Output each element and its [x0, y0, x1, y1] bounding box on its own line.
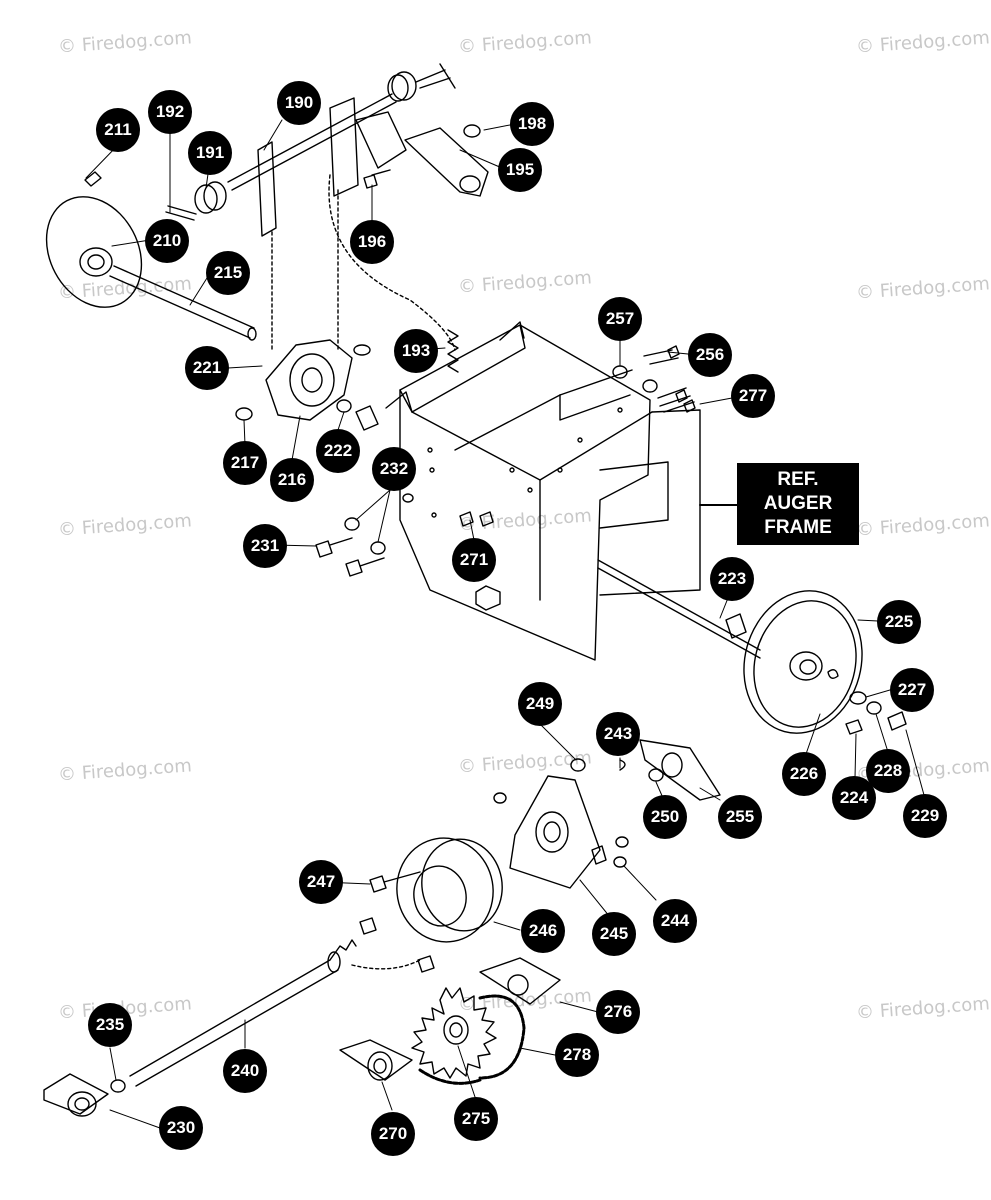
callout-217[interactable]: 217 [223, 441, 267, 485]
ref-label-line: FRAME [764, 517, 832, 538]
spring [447, 329, 459, 373]
callout-223[interactable]: 223 [710, 557, 754, 601]
callout-211[interactable]: 211 [96, 108, 140, 152]
callout-191[interactable]: 191 [188, 131, 232, 175]
callout-247[interactable]: 247 [299, 860, 343, 904]
callout-230[interactable]: 230 [159, 1106, 203, 1150]
auger-pulley [725, 590, 907, 735]
callout-235[interactable]: 235 [88, 1003, 132, 1047]
callout-246[interactable]: 246 [521, 909, 565, 953]
callout-243[interactable]: 243 [596, 712, 640, 756]
callout-196[interactable]: 196 [350, 220, 394, 264]
callout-190[interactable]: 190 [277, 81, 321, 125]
callout-224[interactable]: 224 [832, 776, 876, 820]
callout-215[interactable]: 215 [206, 251, 250, 295]
callout-244[interactable]: 244 [653, 899, 697, 943]
ref-auger-frame-label: REF. AUGER FRAME [737, 463, 859, 545]
callout-216[interactable]: 216 [270, 458, 314, 502]
auger-housing-frame [385, 321, 761, 661]
friction-wheel [45, 196, 257, 341]
ref-label-line: REF. [777, 469, 819, 490]
callout-276[interactable]: 276 [596, 990, 640, 1034]
callout-257[interactable]: 257 [598, 297, 642, 341]
callout-228[interactable]: 228 [866, 749, 910, 793]
drive-shaft [43, 939, 561, 1117]
shift-rod-assembly [84, 63, 489, 237]
callout-195[interactable]: 195 [498, 148, 542, 192]
ref-label-line: AUGER [763, 493, 833, 514]
bearing-housing [235, 339, 379, 431]
callout-226[interactable]: 226 [782, 752, 826, 796]
callout-240[interactable]: 240 [223, 1049, 267, 1093]
callout-227[interactable]: 227 [890, 668, 934, 712]
callout-256[interactable]: 256 [688, 333, 732, 377]
drive-housing [359, 739, 721, 943]
callout-249[interactable]: 249 [518, 682, 562, 726]
callout-198[interactable]: 198 [510, 102, 554, 146]
callout-231[interactable]: 231 [243, 524, 287, 568]
callout-245[interactable]: 245 [592, 912, 636, 956]
sprocket-and-chain [351, 958, 526, 1085]
callout-210[interactable]: 210 [145, 219, 189, 263]
callout-271[interactable]: 271 [452, 538, 496, 582]
callout-221[interactable]: 221 [185, 346, 229, 390]
callout-193[interactable]: 193 [394, 329, 438, 373]
callout-250[interactable]: 250 [643, 795, 687, 839]
mounting-bolts [612, 345, 696, 413]
callout-222[interactable]: 222 [316, 429, 360, 473]
callout-192[interactable]: 192 [148, 90, 192, 134]
callout-278[interactable]: 278 [555, 1033, 599, 1077]
callout-255[interactable]: 255 [718, 795, 762, 839]
callout-275[interactable]: 275 [454, 1097, 498, 1141]
callout-232[interactable]: 232 [372, 447, 416, 491]
callout-229[interactable]: 229 [903, 794, 947, 838]
callout-270[interactable]: 270 [371, 1112, 415, 1156]
callout-225[interactable]: 225 [877, 600, 921, 644]
assembly-guide-lines [271, 174, 456, 353]
callout-277[interactable]: 277 [731, 374, 775, 418]
